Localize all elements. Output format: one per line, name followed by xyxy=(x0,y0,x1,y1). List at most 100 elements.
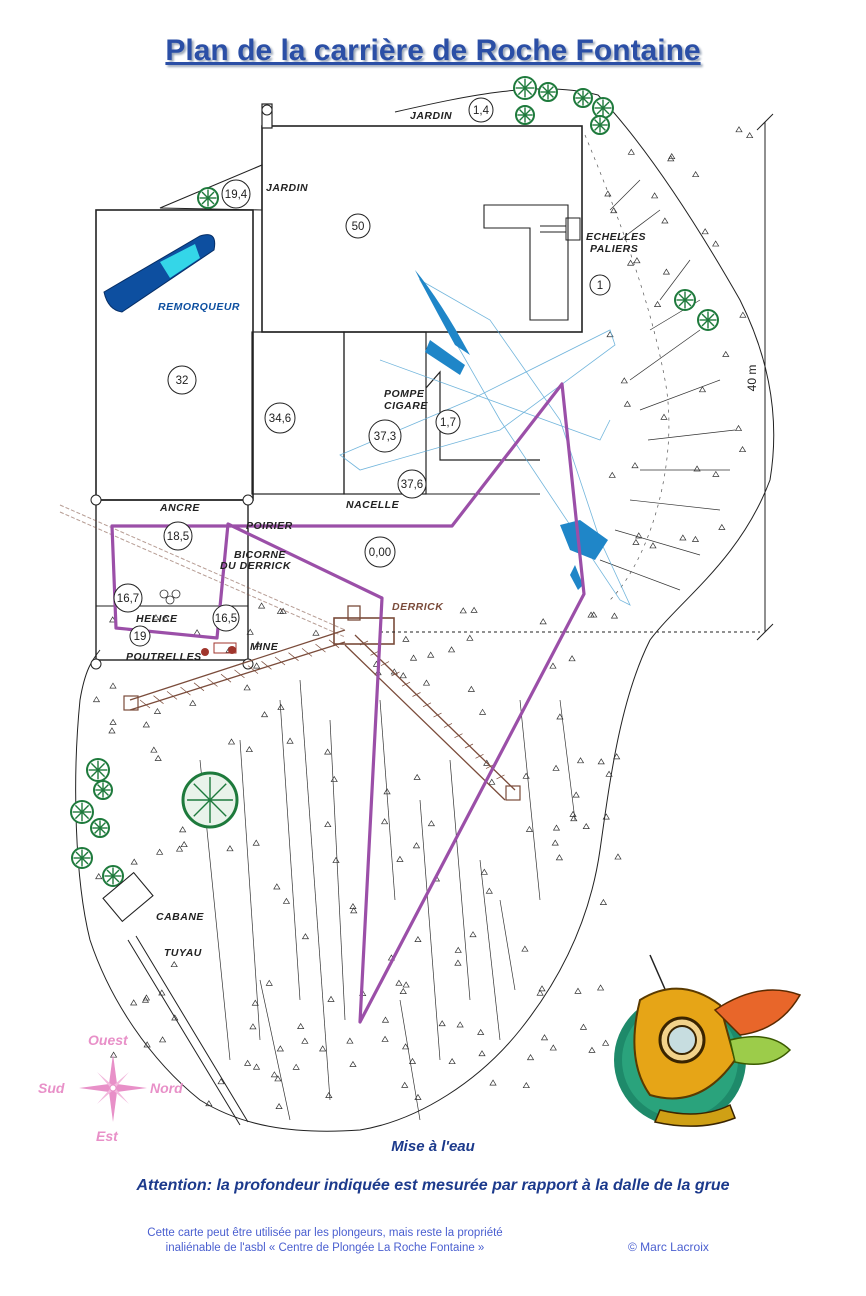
rock-marker xyxy=(456,1021,464,1028)
depth-value: 34,6 xyxy=(269,413,291,425)
rock-marker xyxy=(324,821,332,828)
truss-brace xyxy=(359,640,369,646)
compass-rose-icon xyxy=(79,1054,147,1122)
rock-marker xyxy=(292,1063,300,1070)
rock-marker xyxy=(349,902,357,909)
depth-circle xyxy=(212,604,240,632)
rock-marker xyxy=(549,662,557,669)
slope-line xyxy=(647,429,736,441)
truss-brace xyxy=(261,661,272,670)
rock-marker xyxy=(260,711,269,718)
rock-marker xyxy=(276,607,285,614)
rock-marker xyxy=(154,754,162,761)
rock-marker xyxy=(275,1102,283,1109)
rock-marker xyxy=(478,708,487,715)
rock-marker xyxy=(588,1046,596,1053)
rock-marker xyxy=(273,883,281,890)
slope-line xyxy=(399,999,421,1121)
rock-marker xyxy=(613,753,621,760)
depth-circle xyxy=(167,365,197,395)
rock-marker xyxy=(478,1050,486,1057)
truss-brace xyxy=(274,656,286,666)
rock-marker xyxy=(383,788,391,795)
rock-marker xyxy=(413,773,421,780)
rock-marker xyxy=(427,820,436,827)
rock-marker xyxy=(327,995,335,1002)
rock-marker xyxy=(170,961,178,968)
rock-marker xyxy=(551,839,559,846)
rock-marker xyxy=(249,1023,257,1030)
depth-value: 16,5 xyxy=(215,613,237,625)
rock-marker xyxy=(679,534,687,541)
corner-post xyxy=(261,104,273,116)
rock-marker xyxy=(92,696,101,703)
rock-marker xyxy=(454,959,462,966)
rock-marker xyxy=(109,682,117,689)
rock-marker xyxy=(162,615,170,622)
rock-marker xyxy=(734,424,743,431)
rock-marker xyxy=(402,635,410,642)
rock-marker xyxy=(651,192,659,199)
rock-marker xyxy=(153,707,162,714)
rock-marker xyxy=(427,651,435,658)
rock-marker xyxy=(555,854,564,861)
jardin-wedge xyxy=(159,164,263,211)
rock-marker xyxy=(522,772,530,779)
rock-marker xyxy=(205,1100,213,1107)
label-jardin: JARDIN xyxy=(266,182,308,194)
rock-marker xyxy=(349,1060,357,1067)
truss-brace xyxy=(401,681,411,687)
propeller-icon xyxy=(159,589,181,605)
rock-marker xyxy=(605,770,613,777)
ladder-icon xyxy=(540,217,581,241)
depth-circle xyxy=(368,419,402,453)
truss-brace xyxy=(464,743,474,749)
rock-marker xyxy=(692,170,700,178)
depth-circle xyxy=(364,536,396,568)
truss-brace xyxy=(288,652,299,661)
rock-marker xyxy=(193,629,201,636)
rock-marker xyxy=(521,945,529,952)
rock-marker xyxy=(454,946,462,953)
rock-marker xyxy=(270,1071,278,1078)
tree-icon xyxy=(515,105,535,125)
depth-circle xyxy=(163,521,193,551)
rock-marker xyxy=(552,764,560,771)
derrick-truss xyxy=(139,639,505,780)
depth-circle xyxy=(113,583,143,613)
depth-value: 19,4 xyxy=(225,189,248,201)
rock-marker xyxy=(576,757,585,764)
tug-boat-icon xyxy=(103,234,216,313)
rock-marker xyxy=(152,614,160,621)
mise-a-leau-label: Mise à l'eau xyxy=(391,1138,475,1155)
slope-line xyxy=(329,719,346,1021)
rock-marker xyxy=(568,655,576,662)
map-labels: JARDIN JARDIN ECHELLES PALIERS REMORQUEU… xyxy=(126,110,646,959)
tree-icon xyxy=(90,818,110,838)
rock-marker xyxy=(483,759,491,766)
slope-hatching xyxy=(199,179,736,1121)
label-tuyau: TUYAU xyxy=(164,947,202,959)
rock-marker xyxy=(610,612,619,619)
truss-brace xyxy=(139,699,151,709)
rock-marker xyxy=(526,1054,535,1061)
truss-brace xyxy=(475,753,484,759)
rock-marker xyxy=(649,542,657,549)
building-inner-u xyxy=(483,204,569,321)
attention-note: Attention: la profondeur indiquée est me… xyxy=(136,1177,730,1194)
rock-marker xyxy=(614,853,622,860)
rock-marker xyxy=(297,1022,305,1029)
rock-marker xyxy=(277,703,285,710)
rock-marker xyxy=(538,985,546,992)
rock-marker xyxy=(570,815,578,822)
slope-line xyxy=(629,499,721,511)
mine-icon xyxy=(201,642,237,656)
slope-line xyxy=(639,379,721,411)
rock-marker xyxy=(180,841,188,848)
rock-marker xyxy=(722,350,730,357)
corner-post xyxy=(90,494,102,506)
rock-marker xyxy=(324,748,332,755)
rock-marker xyxy=(265,979,273,986)
rock-marker xyxy=(395,979,403,986)
rock-marker xyxy=(739,311,747,318)
